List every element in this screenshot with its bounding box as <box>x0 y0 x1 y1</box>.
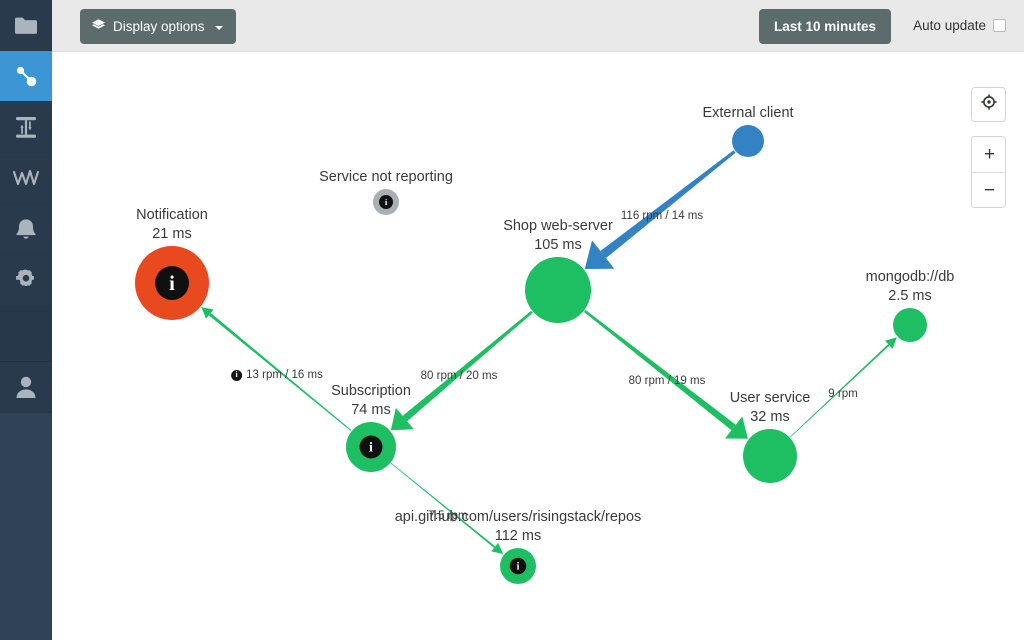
zoom-button-group: + − <box>971 136 1006 208</box>
node-info-badge <box>359 435 383 459</box>
gear-icon <box>14 268 38 292</box>
display-options-label: Display options <box>113 19 205 34</box>
crosshair-target-icon <box>980 94 997 115</box>
graph-node-service-not-reporting[interactable]: i <box>373 189 399 215</box>
chevron-down-icon <box>214 25 223 30</box>
graph-nodes-layer: i i i i <box>135 125 927 584</box>
node-info-badge <box>154 265 190 301</box>
node-info-glyph: i <box>169 273 175 295</box>
service-map-icon <box>13 63 39 89</box>
sidebar-item-alerts[interactable] <box>0 204 52 255</box>
node-circle <box>525 257 591 323</box>
sidebar-item-service-map[interactable] <box>0 51 52 102</box>
graph-edge-subscription-to-github[interactable] <box>390 463 504 555</box>
main-sidebar <box>0 0 52 640</box>
top-toolbar: Display options Last 10 minutes Auto upd… <box>52 0 1024 52</box>
graph-node-user-service[interactable] <box>743 429 797 483</box>
graph-edge-subscription-to-notification[interactable] <box>201 307 352 431</box>
node-info-glyph: i <box>385 197 388 207</box>
edge-shaft <box>583 309 736 431</box>
graph-node-mongodb[interactable] <box>893 308 927 342</box>
edge-arrowhead <box>584 240 615 270</box>
display-options-button[interactable]: Display options <box>80 9 236 44</box>
node-info-badge <box>379 195 393 209</box>
metrics-chart-icon <box>12 167 40 189</box>
map-controls: + − <box>971 87 1006 208</box>
graph-edges-layer <box>201 150 897 555</box>
edge-arrowhead <box>885 337 897 349</box>
auto-update-checkbox[interactable] <box>993 19 1006 32</box>
recenter-button[interactable] <box>971 87 1006 122</box>
zoom-in-button[interactable]: + <box>972 137 1005 172</box>
sidebar-item-metrics[interactable] <box>0 153 52 204</box>
graph-node-github-api[interactable]: i <box>500 548 536 584</box>
edge-shaft <box>390 463 496 548</box>
node-circle <box>732 125 764 157</box>
sidebar-item-settings[interactable] <box>0 255 52 306</box>
edge-shaft <box>402 310 533 422</box>
node-circle <box>893 308 927 342</box>
edge-shaft <box>600 150 736 259</box>
transactions-icon <box>13 115 39 140</box>
graph-node-subscription[interactable]: i <box>346 422 396 472</box>
sidebar-item-transactions[interactable] <box>0 102 52 153</box>
edge-arrowhead <box>491 542 504 555</box>
user-icon <box>15 375 37 399</box>
zoom-out-button[interactable]: − <box>972 172 1005 207</box>
graph-node-shop-web-server[interactable] <box>525 257 591 323</box>
auto-update-label: Auto update <box>913 18 986 33</box>
node-info-glyph: i <box>517 561 520 572</box>
service-graph: i i i i <box>135 125 927 584</box>
graph-node-external-client[interactable] <box>732 125 764 157</box>
sidebar-item-projects[interactable] <box>0 0 52 51</box>
node-info-glyph: i <box>369 440 373 456</box>
graph-node-notification[interactable]: i <box>135 246 209 320</box>
edge-arrowhead <box>390 407 414 431</box>
edge-shaft <box>790 344 890 438</box>
graph-edge-user-service-to-mongodb[interactable] <box>790 337 897 438</box>
sidebar-spacer <box>0 306 52 362</box>
node-info-badge <box>509 557 527 575</box>
graph-edge-shop-to-user-service[interactable] <box>583 309 748 439</box>
sidebar-tail <box>0 413 52 640</box>
edge-arrowhead <box>724 416 748 439</box>
bell-icon <box>14 217 38 241</box>
auto-update-control[interactable]: Auto update <box>913 18 1006 33</box>
sidebar-item-account[interactable] <box>0 362 52 413</box>
time-range-button[interactable]: Last 10 minutes <box>758 9 891 44</box>
graph-edge-external-to-shop[interactable] <box>584 150 736 270</box>
folder-icon <box>14 16 38 35</box>
edge-arrowhead <box>201 307 214 319</box>
graph-edge-shop-to-subscription[interactable] <box>390 310 533 431</box>
layers-icon <box>91 18 106 35</box>
edge-shaft <box>208 313 352 431</box>
node-circle <box>743 429 797 483</box>
